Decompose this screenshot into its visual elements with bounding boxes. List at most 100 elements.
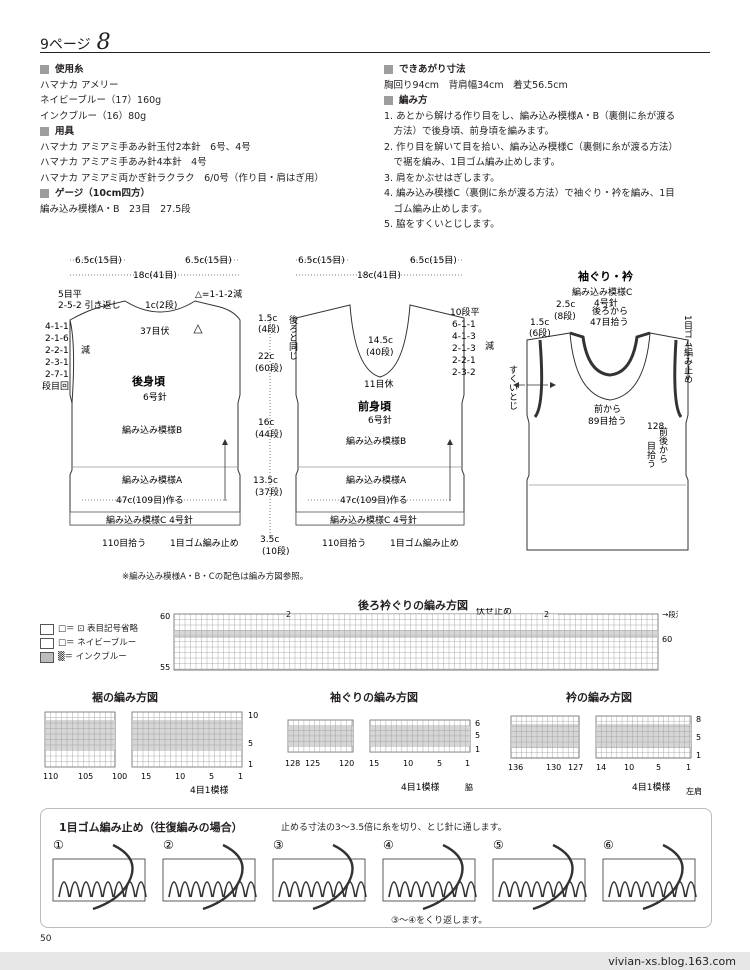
back-cast-on: 47c(109目)作る	[116, 494, 184, 506]
axis-label: 1	[465, 759, 470, 768]
sleeve-side-seam: すくいとじ	[507, 365, 518, 410]
svg-text:④: ④	[383, 838, 394, 852]
bindoff-box: 1目ゴム編み止め（往復編みの場合） 止める寸法の3〜3.5倍に糸を切り、とじ針に…	[40, 808, 712, 928]
section-title-size: できあがり寸法	[384, 62, 714, 78]
armhole-chart-title: 袖ぐりの編み方図	[330, 691, 418, 704]
back-decrease: 2-3-1	[45, 358, 69, 368]
axis-label: 5	[248, 739, 253, 748]
section-title-yarn: 使用糸	[40, 62, 324, 78]
method-step: 1. あとから解ける作り目をし、編み込み模様A・B（裏側に糸が渡る	[384, 110, 676, 122]
legend-row: □＝ ネイビーブルー	[40, 636, 138, 650]
legend-ink-box	[40, 651, 54, 663]
back-note: 1c(2段)	[145, 299, 177, 311]
axis-label: 15	[141, 772, 151, 781]
svg-text:⑥: ⑥	[603, 838, 614, 852]
method-step: 4. 編み込み模様C（裏側に糸が渡る方法）で袖ぐり・衿を編み、1目	[384, 188, 675, 199]
front-decrease: 10段平	[450, 306, 479, 318]
back-needle: 6号針	[143, 391, 167, 403]
sleeve-bind-off: 1目ゴム編み止め	[682, 315, 693, 384]
header-rule	[40, 52, 710, 53]
sleeve-note: 47目拾う	[590, 316, 628, 328]
legend-row: □＝ ⊡ 表目記号省略	[40, 622, 138, 636]
back-triangle-note: △=1-1-2減	[195, 288, 242, 300]
front-neck-width: 18c(41目)	[357, 270, 401, 281]
dim-label: (37段)	[255, 486, 282, 498]
tool-line: ハマナカ アミアミ手あみ針4本針 4号	[40, 157, 207, 168]
sleeve-note: 前から	[594, 403, 621, 415]
back-decrease: 4-1-1	[45, 322, 69, 332]
axis-label: 6	[475, 719, 480, 728]
dim-label: 3.5c	[260, 535, 279, 545]
axis-label: 1	[238, 772, 243, 781]
front-shoulder-right: 6.5c(15目)	[410, 255, 457, 266]
section-title-tools: 用具	[40, 124, 324, 140]
back-body-diagram: 6.5c(15目) 6.5c(15目) 18c(41目) 5目平 2-5-2 引…	[42, 255, 242, 549]
axis-label: 1	[696, 751, 701, 760]
dim-label: (60段)	[255, 362, 282, 374]
size-line: 胸回り94cm 背肩幅34cm 着丈56.5cm	[384, 79, 568, 91]
svg-text:②: ②	[163, 838, 174, 852]
svg-text:③: ③	[273, 838, 284, 852]
axis-label: 5	[209, 772, 214, 781]
color-note: ※編み込み模様A・B・Cの配色は編み方図参照。	[122, 572, 309, 582]
axis-label: 127	[568, 763, 583, 772]
right-column: できあがり寸法 胸回り94cm 背肩幅34cm 着丈56.5cm 編み方 1. …	[384, 62, 714, 233]
front-decrease: 2-2-1	[452, 356, 476, 366]
square-icon	[384, 96, 393, 106]
back-decrease: 2-1-6	[45, 334, 69, 344]
page-number: 50	[40, 934, 52, 944]
bindoff-step: ③	[272, 838, 367, 911]
front-pick-up: 110目拾う	[322, 537, 366, 549]
method-step: 方法）で後身頃、前身頃を編みます。	[384, 126, 555, 137]
repeat-label: 4目1模様	[190, 784, 228, 795]
sleeve-note: 後ろから	[592, 305, 628, 317]
front-needle: 6号針	[368, 414, 392, 426]
back-rib-band	[69, 511, 241, 526]
front-pattern-c: 編み込み模様C 4号針	[330, 514, 417, 526]
axis-label: 60	[662, 635, 672, 644]
axis-label: 120	[339, 759, 354, 768]
square-icon	[40, 65, 49, 75]
dim-label: (44段)	[255, 428, 282, 440]
back-neck-chart: 60 55 60 2 2 伏せ止め →段消し	[160, 608, 678, 672]
dim-label: (4段)	[258, 323, 280, 335]
bindoff-step: ②	[162, 838, 257, 911]
sleeve-note: 目拾う	[645, 441, 656, 468]
sleeve-title: 袖ぐり・衿	[578, 269, 633, 283]
sleeve-pattern: 編み込み模様C	[572, 286, 632, 298]
back-note: 2-5-2 引き返し	[58, 299, 121, 311]
front-decrease-label: 減	[485, 340, 494, 352]
sleeve-note: 89目拾う	[588, 415, 626, 427]
yarn-line: ハマナカ アメリー	[40, 79, 119, 91]
sleeve-note: 2.5c	[556, 300, 575, 310]
left-column: 使用糸 ハマナカ アメリー ネイビーブルー（17）160g インクブルー（16）…	[40, 62, 324, 217]
sleeve-needle: 4号針	[594, 297, 618, 309]
legend-symbol-box	[40, 623, 54, 635]
front-decrease: 2-1-3	[452, 344, 476, 354]
method-step: 2. 作り目を解いて目を拾い、編み込み模様C（裏側に糸が渡る方法）	[384, 141, 678, 153]
sleeve-note: (8段)	[554, 310, 576, 322]
method-step: ゴム編み止めします。	[384, 203, 488, 215]
method-step: 3. 肩をかぶせはぎします。	[384, 172, 500, 184]
back-pick-up: 110目拾う	[102, 537, 146, 549]
sleeve-note: (6段)	[529, 327, 551, 339]
axis-label: 136	[508, 763, 523, 772]
legend-navy-box	[40, 637, 54, 649]
page-number-handwritten: 8	[96, 30, 111, 55]
axis-label: 10	[624, 763, 634, 772]
front-same-as-back: 後ろと同じ	[287, 314, 298, 360]
axis-label: 2	[286, 610, 291, 619]
section-title-method: 編み方	[384, 93, 714, 109]
back-title: 後身頃	[132, 374, 166, 388]
sleeve-note: 前後から	[657, 426, 668, 463]
front-cast-on: 47c(109目)作る	[340, 494, 408, 506]
axis-label: 60	[160, 612, 170, 621]
back-neck-width: 18c(41目)	[133, 270, 177, 281]
tool-line: ハマナカ アミアミ手あみ針玉付2本針 6号、4号	[40, 141, 251, 153]
front-bind-off: 1目ゴム編み止め	[390, 537, 459, 549]
back-bind-off: 1目ゴム編み止め	[170, 537, 239, 549]
axis-label: 8	[696, 715, 701, 724]
back-decrease-label: 減	[81, 344, 90, 356]
dim-label: 13.5c	[253, 476, 278, 486]
